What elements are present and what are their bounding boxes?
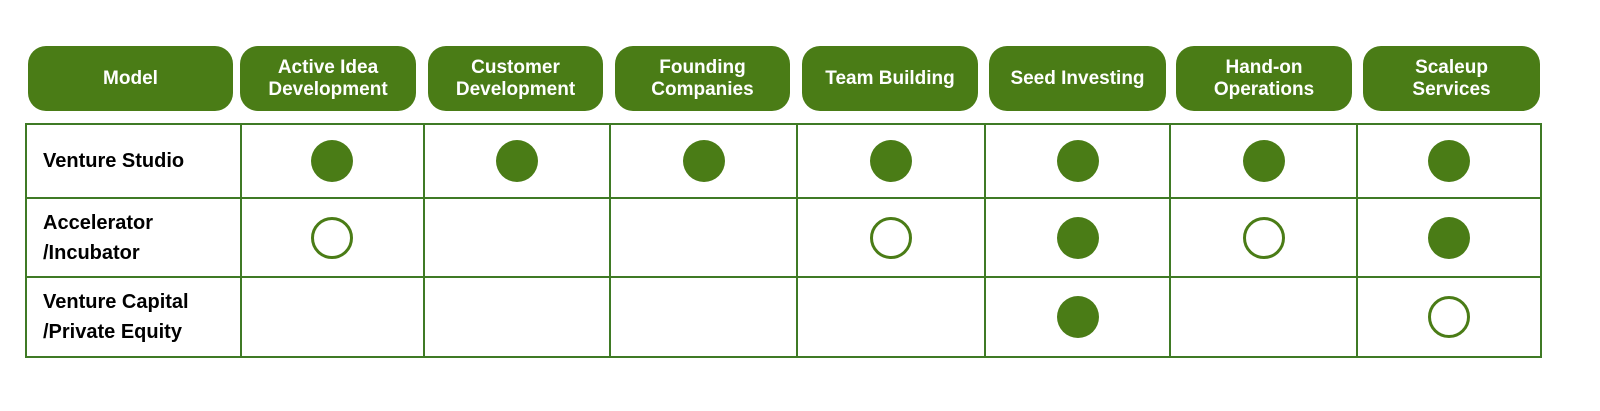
filled-circle-icon bbox=[311, 140, 354, 182]
outlined-circle-icon bbox=[1428, 296, 1471, 338]
table-cell bbox=[983, 123, 1172, 199]
filled-circle-icon bbox=[869, 140, 912, 182]
table-cell bbox=[1356, 197, 1542, 278]
table-row: Venture Capital /Private Equity bbox=[25, 276, 1542, 358]
table-cell bbox=[983, 276, 1172, 358]
filled-circle-icon bbox=[1056, 140, 1099, 182]
table-cell bbox=[239, 276, 425, 358]
header-column: Customer Development bbox=[428, 46, 603, 111]
header-model: Model bbox=[28, 46, 233, 111]
row-label: Venture Studio bbox=[25, 123, 242, 199]
header-column: Active Idea Development bbox=[240, 46, 416, 111]
table-cell bbox=[796, 123, 986, 199]
outlined-circle-icon bbox=[1242, 216, 1285, 259]
header-column: Seed Investing bbox=[989, 46, 1166, 111]
filled-circle-icon bbox=[495, 140, 538, 182]
outlined-circle-icon bbox=[311, 216, 354, 259]
header-column: Hand-on Operations bbox=[1176, 46, 1352, 111]
table-row: Venture Studio bbox=[25, 123, 1542, 199]
table-cell bbox=[1356, 276, 1542, 358]
table-cell bbox=[983, 197, 1172, 278]
filled-circle-icon bbox=[1056, 296, 1099, 338]
table-cell bbox=[422, 276, 612, 358]
table-row: Accelerator /Incubator bbox=[25, 197, 1542, 278]
table-cell bbox=[239, 123, 425, 199]
row-label: Accelerator /Incubator bbox=[25, 197, 242, 278]
table-cell bbox=[609, 276, 799, 358]
table-cell bbox=[609, 197, 799, 278]
filled-circle-icon bbox=[1428, 216, 1471, 259]
table-cell bbox=[239, 197, 425, 278]
table-cell bbox=[1356, 123, 1542, 199]
header-column: Scaleup Services bbox=[1363, 46, 1540, 111]
filled-circle-icon bbox=[682, 140, 725, 182]
table-cell bbox=[422, 123, 612, 199]
table-cell bbox=[1169, 123, 1359, 199]
table-cell bbox=[609, 123, 799, 199]
outlined-circle-icon bbox=[869, 216, 912, 259]
header-column: Founding Companies bbox=[615, 46, 790, 111]
table-cell bbox=[796, 276, 986, 358]
header-column: Team Building bbox=[802, 46, 978, 111]
table-cell bbox=[422, 197, 612, 278]
filled-circle-icon bbox=[1428, 140, 1471, 182]
filled-circle-icon bbox=[1056, 216, 1099, 259]
filled-circle-icon bbox=[1242, 140, 1285, 182]
table-cell bbox=[1169, 197, 1359, 278]
row-label: Venture Capital /Private Equity bbox=[25, 276, 242, 358]
table-cell bbox=[1169, 276, 1359, 358]
table-cell bbox=[796, 197, 986, 278]
